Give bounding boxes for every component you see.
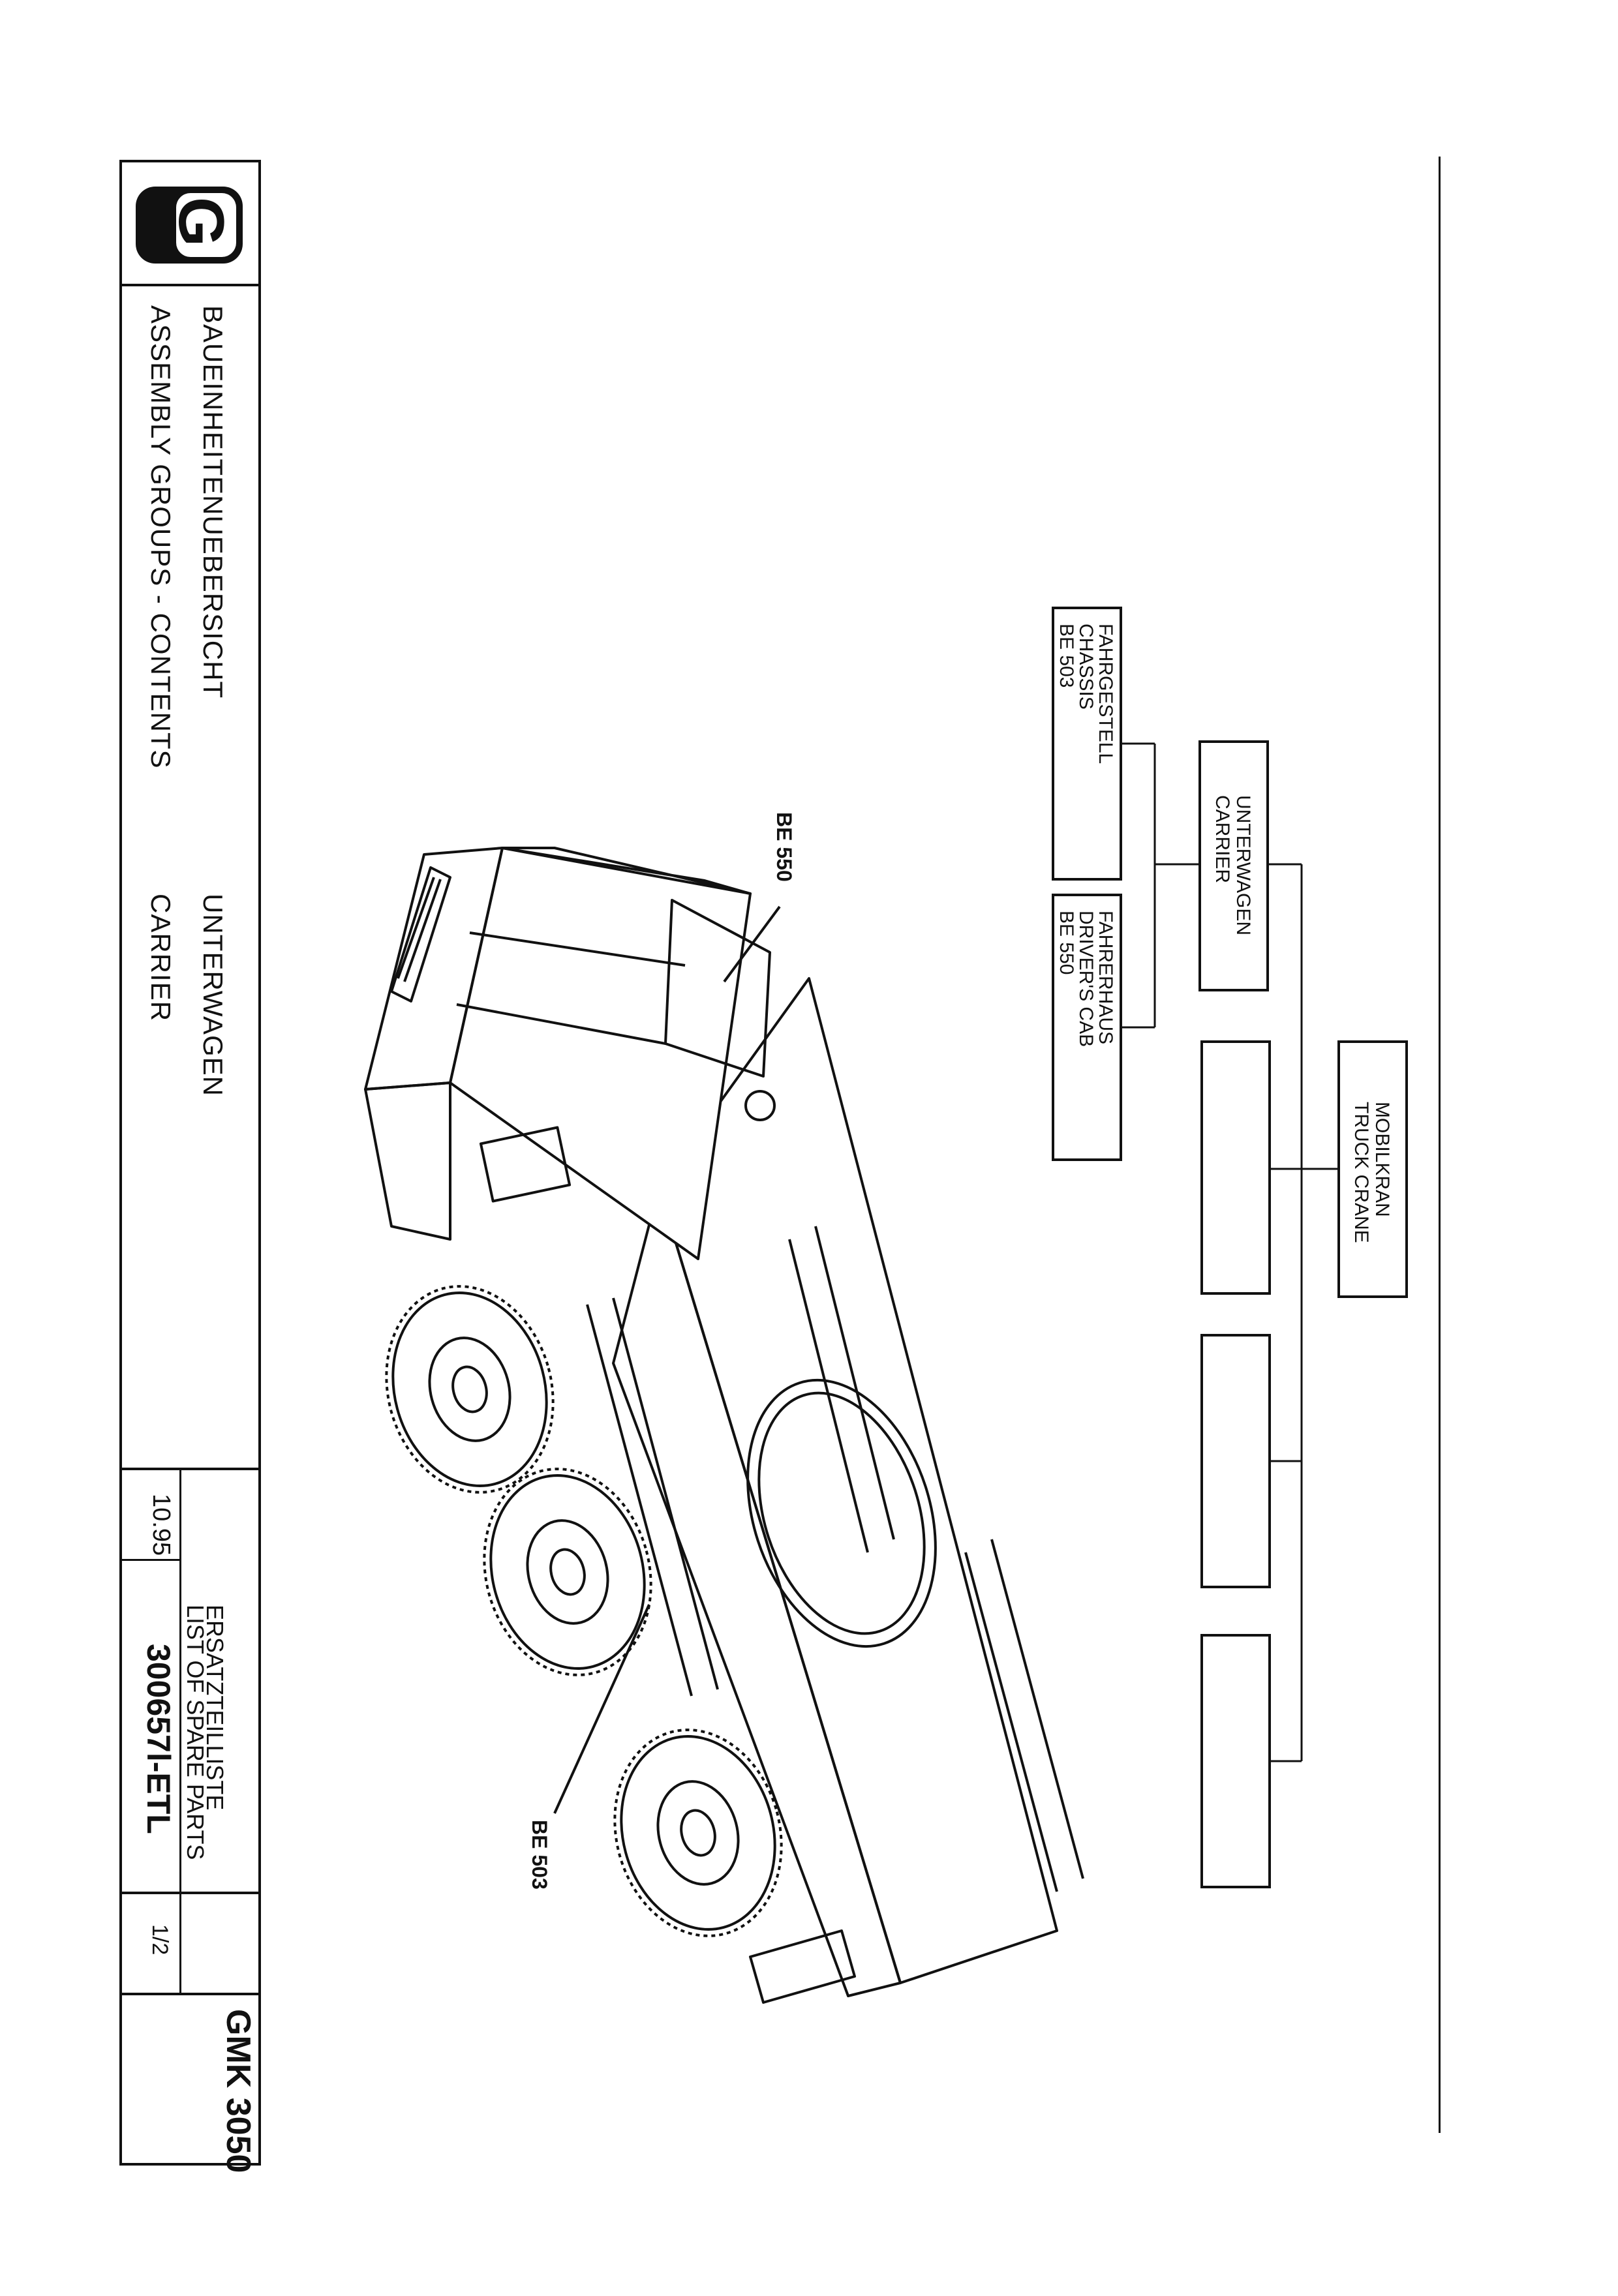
title-block-divider <box>179 1468 181 1993</box>
tree-node-carrier: UNTERWAGEN CARRIER <box>1198 740 1269 991</box>
tree-node-truck-crane: MOBILKRAN TRUCK CRANE <box>1337 1040 1408 1298</box>
page-border-line <box>1439 157 1441 2133</box>
tree-node-empty <box>1200 1634 1271 1888</box>
title-block-divider <box>119 1993 261 1995</box>
callout-be550: BE 550 <box>772 812 796 882</box>
tree-node-empty <box>1200 1040 1271 1295</box>
tree-node-chassis: FAHRGESTELL CHASSIS BE 503 <box>1052 607 1122 881</box>
title-block-divider <box>119 284 261 286</box>
title-block-frame <box>119 160 261 2166</box>
callout-be503: BE 503 <box>528 1820 551 1890</box>
title-block-divider <box>119 1892 179 1894</box>
tree-node-drivers-cab: FAHRERHAUS DRIVER'S CAB BE 550 <box>1052 894 1122 1161</box>
title-block-divider <box>119 1559 179 1561</box>
title-block-divider <box>119 1892 261 1894</box>
logo-graphic <box>136 187 243 264</box>
title-block-divider <box>119 1468 261 1470</box>
company-logo: G <box>130 183 248 267</box>
tree-node-empty <box>1200 1334 1271 1588</box>
